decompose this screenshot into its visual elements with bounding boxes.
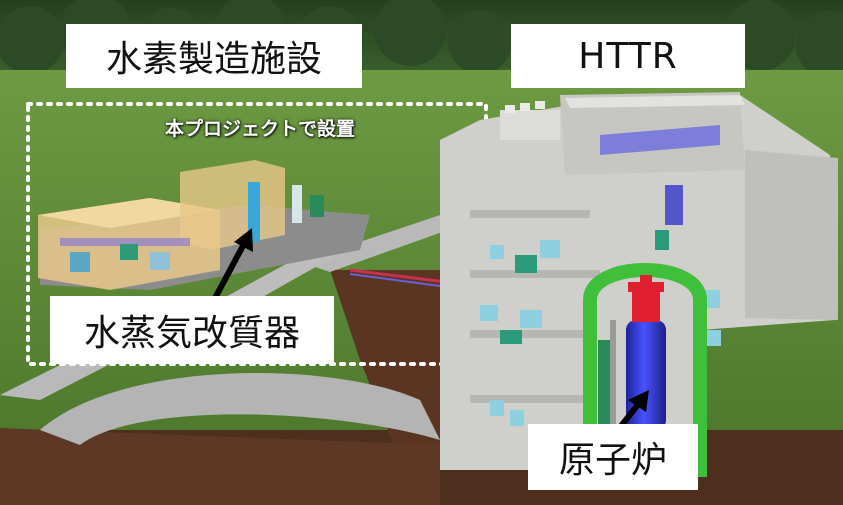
reactor-label: 原子炉 bbox=[528, 424, 698, 490]
soil-front-face bbox=[0, 428, 440, 505]
hydrogen-facility-label: 水素製造施設 bbox=[66, 24, 362, 88]
road-front bbox=[40, 372, 440, 445]
steam-reformer-label: 水蒸気改質器 bbox=[50, 296, 334, 364]
plant-building-right bbox=[180, 160, 285, 250]
arrow-to-steam-reformer bbox=[211, 228, 253, 302]
project-scope-label: 本プロジェクトで設置 bbox=[164, 118, 355, 140]
steam-reformer-tower bbox=[248, 182, 260, 242]
reactor-top-head bbox=[628, 275, 664, 322]
hydrogen-plant-site bbox=[38, 160, 370, 290]
httr-label: HTTR bbox=[511, 24, 745, 88]
containment-vessel bbox=[583, 263, 707, 477]
